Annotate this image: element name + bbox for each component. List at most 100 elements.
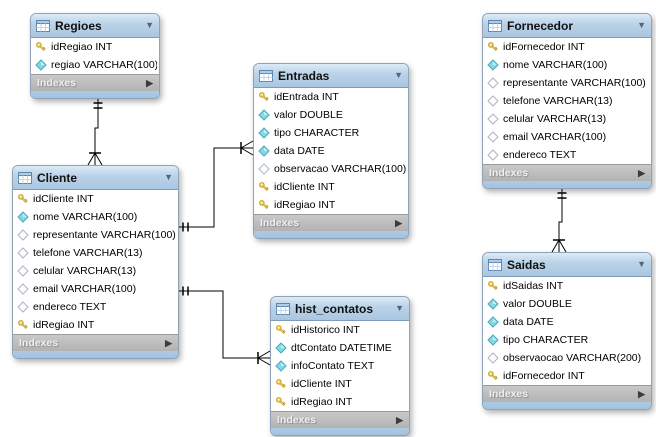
- primary-key-icon: [487, 370, 499, 382]
- column-row[interactable]: data DATE: [254, 142, 408, 160]
- primary-key-icon: [487, 41, 499, 53]
- table-header[interactable]: hist_contatos ▼: [271, 297, 409, 321]
- triangle-right-icon[interactable]: ▶: [395, 217, 402, 228]
- column-definition: endereco TEXT: [33, 301, 107, 313]
- not-null-diamond-icon: [487, 316, 499, 328]
- table-title: hist_contatos: [295, 301, 374, 316]
- nullable-diamond-icon: [17, 301, 29, 313]
- not-null-diamond-icon: [487, 59, 499, 71]
- table-grid-icon: [488, 19, 502, 32]
- triangle-down-icon[interactable]: ▼: [395, 303, 404, 313]
- column-row[interactable]: endereco TEXT: [13, 298, 178, 316]
- indexes-row[interactable]: Indexes▶: [13, 334, 178, 351]
- column-row[interactable]: email VARCHAR(100): [13, 280, 178, 298]
- nullable-diamond-icon: [487, 149, 499, 161]
- triangle-down-icon[interactable]: ▼: [394, 70, 403, 80]
- triangle-down-icon[interactable]: ▼: [164, 172, 173, 182]
- column-row[interactable]: idHistorico INT: [271, 321, 409, 339]
- relationship-Regioes-Cliente[interactable]: [87, 97, 103, 166]
- indexes-row[interactable]: Indexes▶: [254, 214, 408, 231]
- column-row[interactable]: idCliente INT: [254, 178, 408, 196]
- column-row[interactable]: celular VARCHAR(13): [13, 262, 178, 280]
- column-row[interactable]: nome VARCHAR(100): [13, 208, 178, 226]
- column-row[interactable]: idEntrada INT: [254, 88, 408, 106]
- column-definition: idCliente INT: [291, 378, 352, 390]
- indexes-row[interactable]: Indexes▶: [483, 385, 651, 402]
- column-definition: representante VARCHAR(100): [33, 229, 176, 241]
- column-definition: telefone VARCHAR(13): [33, 247, 143, 259]
- column-row[interactable]: nome VARCHAR(100): [483, 56, 651, 74]
- triangle-down-icon[interactable]: ▼: [637, 20, 646, 30]
- table-header[interactable]: Regioes▼: [31, 14, 159, 38]
- table-header[interactable]: Fornecedor ▼: [483, 14, 651, 38]
- triangle-right-icon[interactable]: ▶: [396, 414, 403, 425]
- relationship-Cliente-hist_contatos[interactable]: [177, 286, 271, 366]
- column-row[interactable]: idFornecedor INT: [483, 38, 651, 56]
- column-definition: idRegiao INT: [291, 396, 353, 408]
- indexes-row[interactable]: Indexes▶: [31, 74, 159, 91]
- column-definition: data DATE: [274, 145, 325, 157]
- relationship-Cliente-Entradas[interactable]: [177, 140, 254, 232]
- nullable-diamond-icon: [487, 113, 499, 125]
- triangle-down-icon[interactable]: ▼: [637, 259, 646, 269]
- column-row[interactable]: valor DOUBLE: [483, 295, 651, 313]
- indexes-row[interactable]: Indexes ▶: [271, 411, 409, 428]
- column-row[interactable]: dtContato DATETIME: [271, 339, 409, 357]
- column-row[interactable]: idCliente INT: [271, 375, 409, 393]
- column-row[interactable]: infoContato TEXT: [271, 357, 409, 375]
- column-row[interactable]: telefone VARCHAR(13): [13, 244, 178, 262]
- table-grid-icon: [36, 19, 50, 32]
- table-header[interactable]: Cliente▼: [13, 166, 178, 190]
- indexes-label: Indexes: [277, 414, 317, 426]
- column-row[interactable]: email VARCHAR(100): [483, 128, 651, 146]
- column-row[interactable]: representante VARCHAR(100): [483, 74, 651, 92]
- table-bottom-cap: [483, 402, 651, 409]
- column-row[interactable]: telefone VARCHAR(13): [483, 92, 651, 110]
- column-row[interactable]: observaocao VARCHAR(200): [483, 349, 651, 367]
- table-header[interactable]: Entradas▼: [254, 64, 408, 88]
- column-row[interactable]: celular VARCHAR(13): [483, 110, 651, 128]
- column-row[interactable]: tipo CHARACTER: [483, 331, 651, 349]
- indexes-row[interactable]: Indexes ▶: [483, 164, 651, 181]
- triangle-right-icon[interactable]: ▶: [146, 77, 153, 88]
- column-row[interactable]: idRegiao INT: [13, 316, 178, 334]
- column-definition: idRegiao INT: [51, 41, 113, 53]
- table-header[interactable]: Saidas▼: [483, 253, 651, 277]
- relationship-Fornecedor-Saidas[interactable]: [551, 187, 567, 253]
- column-row[interactable]: data DATE: [483, 313, 651, 331]
- column-definition: representante VARCHAR(100): [503, 77, 646, 89]
- nullable-diamond-icon: [487, 95, 499, 107]
- column-definition: email VARCHAR(100): [33, 283, 137, 295]
- primary-key-icon: [275, 396, 287, 408]
- table-Regioes[interactable]: Regioes▼ idRegiao INT regiao VARCHAR(100)I…: [30, 13, 160, 99]
- column-row[interactable]: idSaidas INT: [483, 277, 651, 295]
- column-row[interactable]: representante VARCHAR(100): [13, 226, 178, 244]
- nullable-diamond-icon: [17, 283, 29, 295]
- column-row[interactable]: endereco TEXT: [483, 146, 651, 164]
- triangle-right-icon[interactable]: ▶: [638, 167, 645, 178]
- column-row[interactable]: idRegiao INT: [271, 393, 409, 411]
- indexes-label: Indexes: [489, 167, 529, 179]
- not-null-diamond-icon: [275, 342, 287, 354]
- triangle-right-icon[interactable]: ▶: [638, 388, 645, 399]
- column-row[interactable]: idFornecedor INT: [483, 367, 651, 385]
- primary-key-icon: [17, 193, 29, 205]
- column-row[interactable]: observacao VARCHAR(100): [254, 160, 408, 178]
- column-definition: telefone VARCHAR(13): [503, 95, 613, 107]
- column-row[interactable]: valor DOUBLE: [254, 106, 408, 124]
- column-row[interactable]: idRegiao INT: [254, 196, 408, 214]
- table-title: Fornecedor: [507, 18, 574, 33]
- column-row[interactable]: idRegiao INT: [31, 38, 159, 56]
- triangle-down-icon[interactable]: ▼: [145, 20, 154, 30]
- column-row[interactable]: regiao VARCHAR(100): [31, 56, 159, 74]
- triangle-right-icon[interactable]: ▶: [165, 337, 172, 348]
- column-row[interactable]: idCliente INT: [13, 190, 178, 208]
- not-null-diamond-icon: [275, 360, 287, 372]
- column-row[interactable]: tipo CHARACTER: [254, 124, 408, 142]
